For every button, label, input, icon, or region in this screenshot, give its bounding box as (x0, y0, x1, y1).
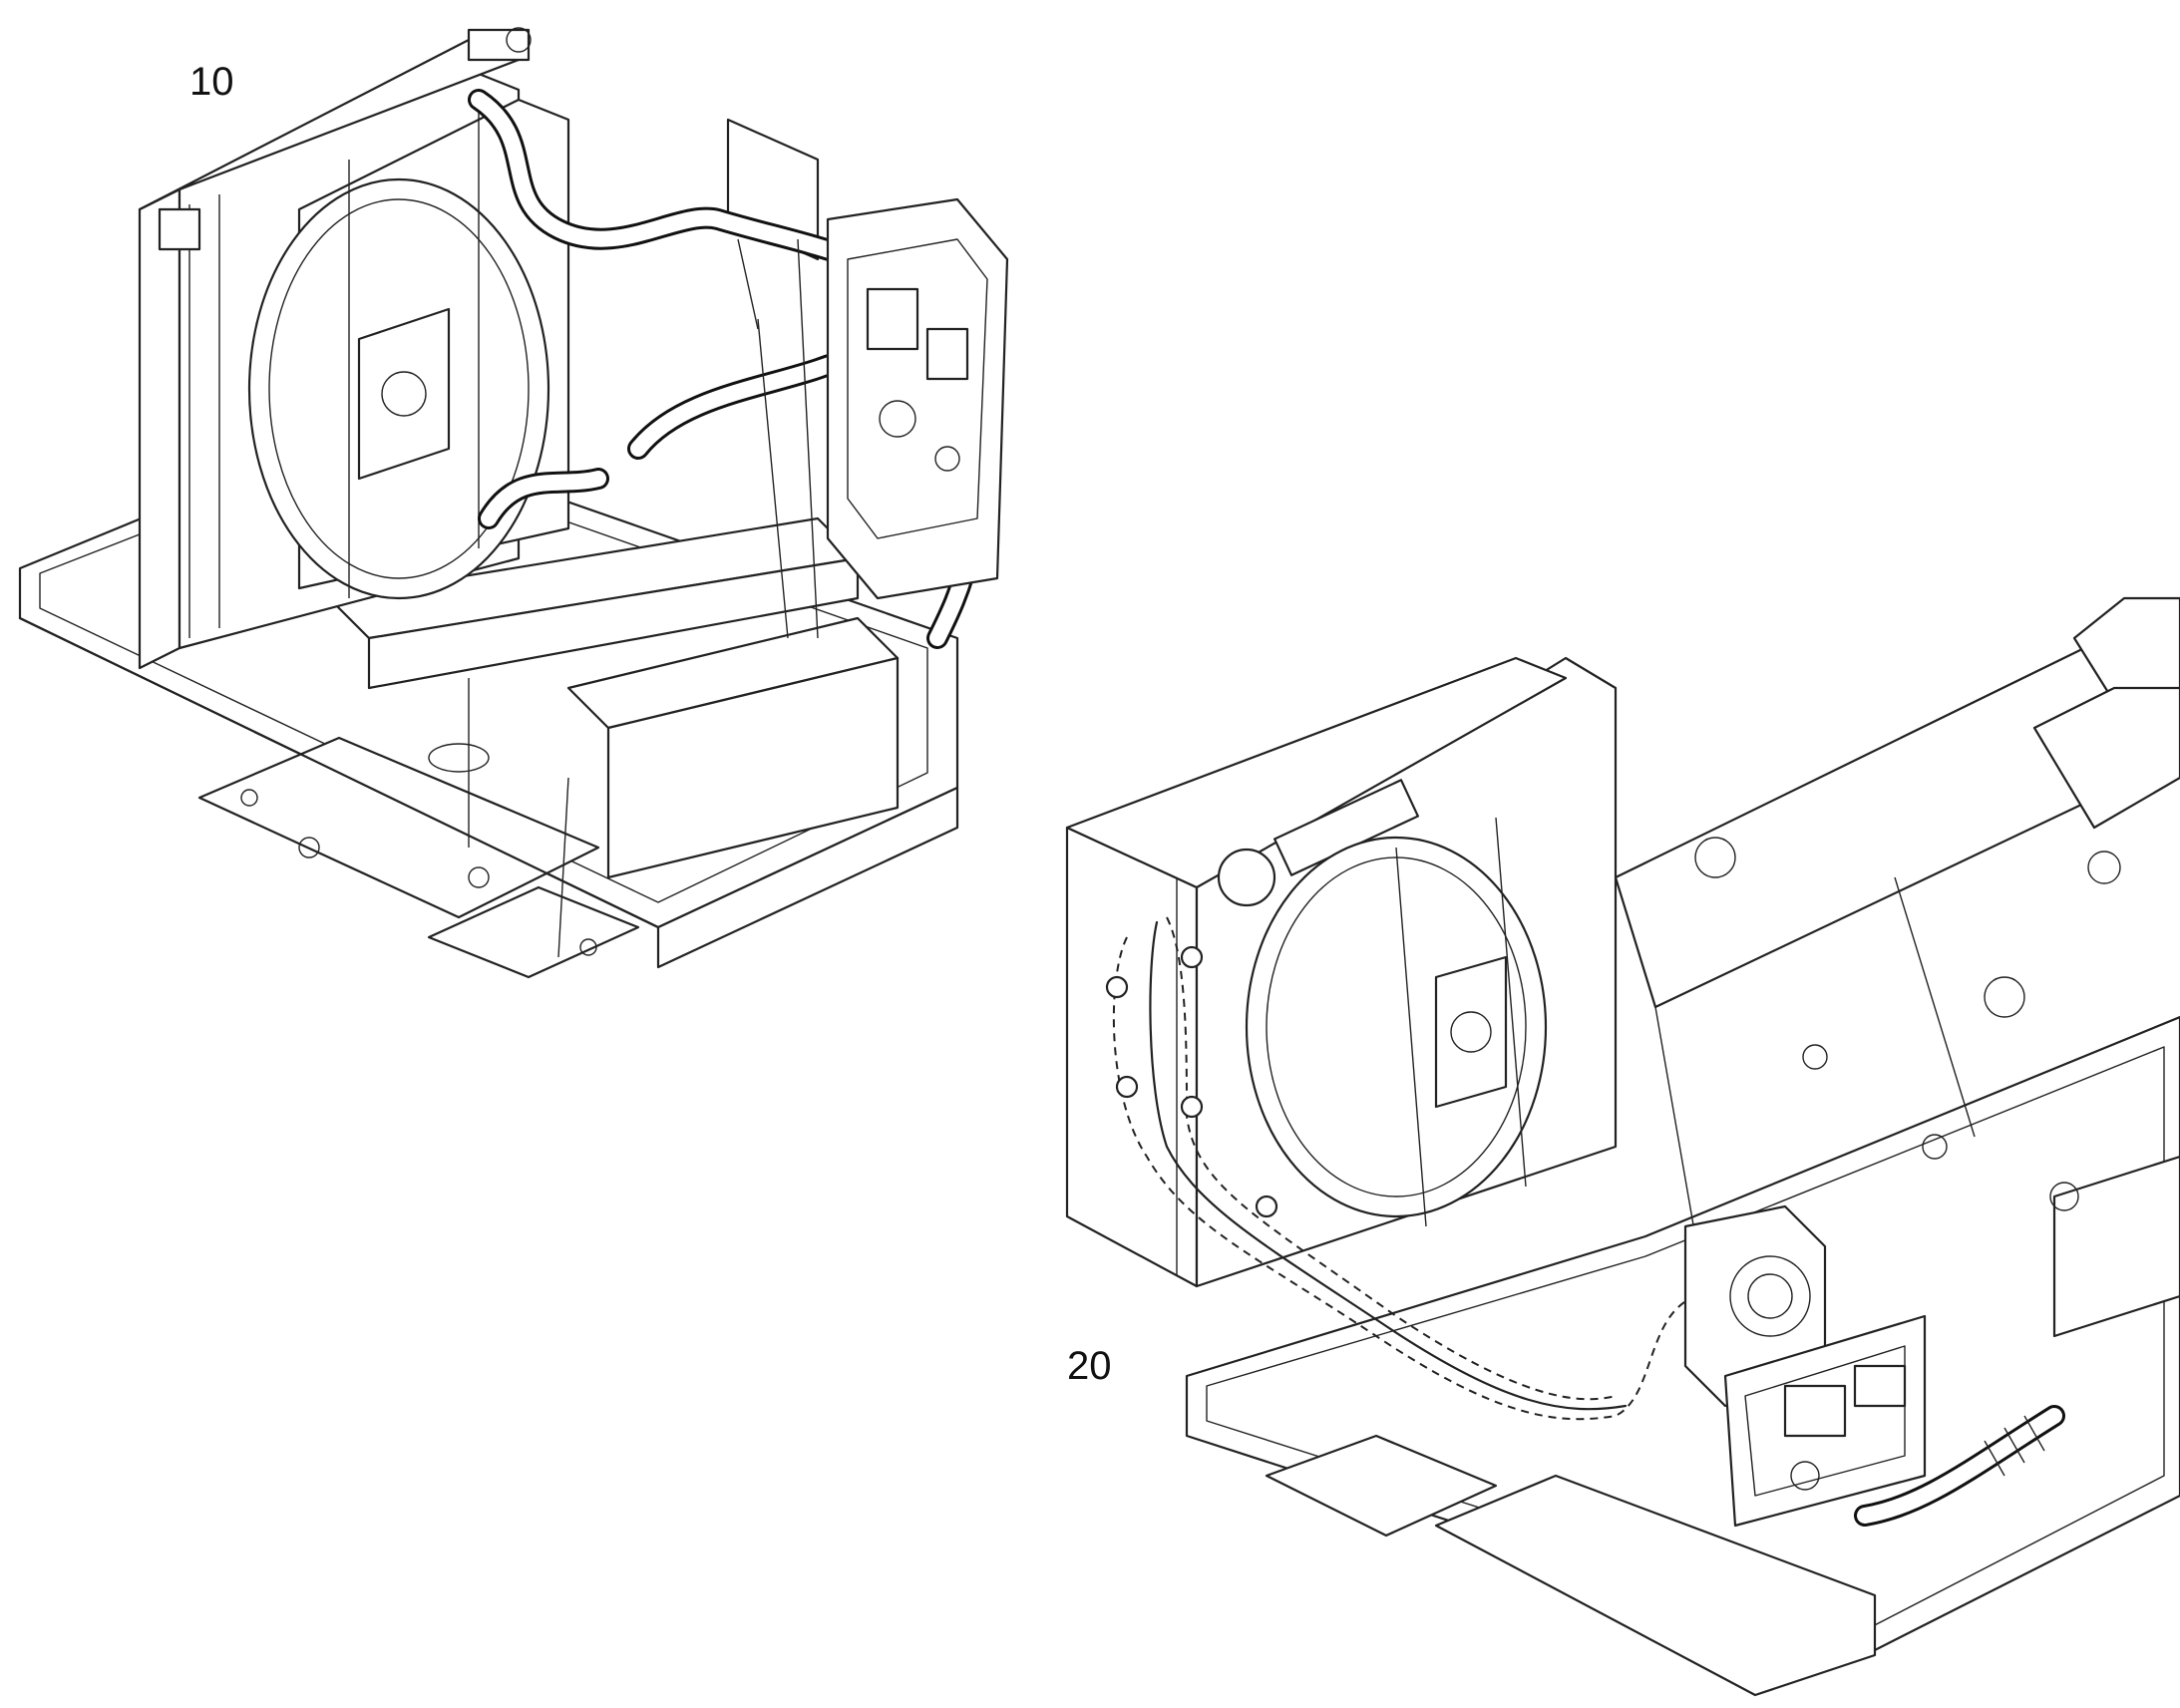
callout-label-10: 10 (189, 60, 234, 104)
hydraulic-lines-20 (1105, 916, 1696, 1421)
assembly-view-20 (1065, 596, 2180, 1697)
fan-shroud-10 (247, 110, 550, 600)
callout-label-20: 20 (1067, 1344, 1112, 1388)
fan-shroud-20 (1245, 817, 1548, 1227)
pump-assembly-20 (1683, 1204, 2065, 1528)
pump-block-10 (737, 197, 1009, 639)
assembly-view-10 (18, 27, 1009, 979)
